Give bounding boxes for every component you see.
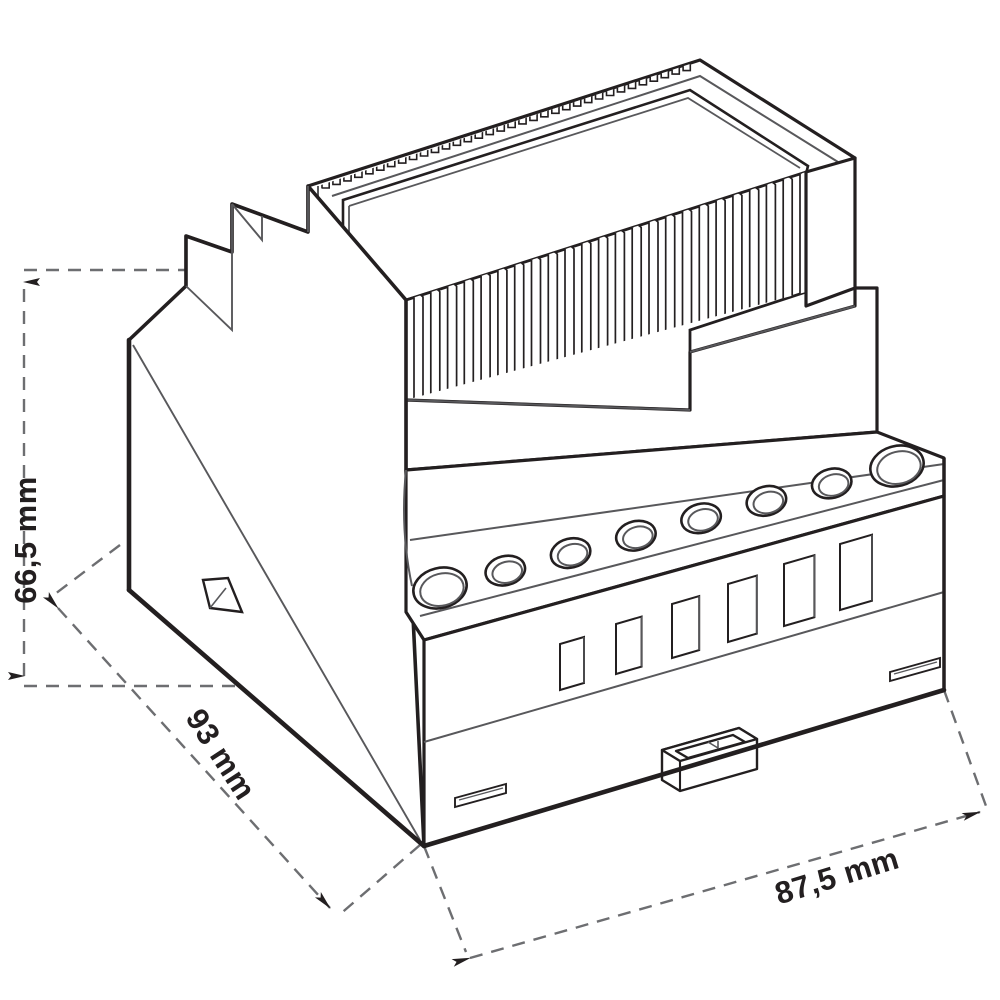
heatsink-fin <box>698 202 710 334</box>
front-lower-detail <box>423 591 945 743</box>
terminal-hole-bore <box>752 490 785 515</box>
bottom-edge-accent <box>126 337 947 849</box>
upper-body <box>804 156 857 308</box>
middle-body-step <box>689 305 856 353</box>
top-ventilation-slot <box>682 64 692 72</box>
label-recess-left <box>454 782 507 809</box>
lid-recess-edge <box>348 97 801 207</box>
terminal-hole-row <box>409 440 928 614</box>
terminal-hole-small[interactable] <box>613 517 659 555</box>
heatsink-fin <box>664 213 676 345</box>
terminal-hole-large[interactable] <box>866 440 928 492</box>
heatsink-fin <box>614 229 626 361</box>
left-side-inner-step3 <box>231 203 263 243</box>
front-vent-slot <box>615 615 643 676</box>
clip-notch <box>707 741 719 749</box>
depth-dim-line <box>42 591 331 909</box>
terminal-hole-small[interactable] <box>678 499 724 537</box>
terminal-hole-bore <box>622 525 654 550</box>
heatsink-fin <box>765 181 777 313</box>
width-dim-line <box>451 810 981 967</box>
depth-ext-upper <box>46 544 121 601</box>
terminal-block-seam-upper <box>409 463 945 541</box>
front-vent-slot <box>839 533 873 612</box>
bottom-edge <box>421 687 947 849</box>
dimension-label-height: 66,5 mm <box>8 476 43 604</box>
terminal-hole-small[interactable] <box>809 464 855 502</box>
front-vent-slot <box>727 574 758 644</box>
terminal-hole-small[interactable] <box>482 552 528 590</box>
heatsink-fin <box>631 224 643 356</box>
terminal-hole-bore <box>876 450 922 485</box>
middle-body-detail <box>405 305 856 411</box>
mounting-foot-edge <box>209 587 227 609</box>
heatsink-fin <box>715 197 726 329</box>
terminal-hole-bore <box>419 572 465 607</box>
terminal-hole-bore <box>687 508 719 532</box>
left-bottom-edge <box>126 587 427 849</box>
dimension-lines <box>8 268 988 967</box>
middle-body-edge <box>405 399 691 411</box>
terminal-hole-bore <box>556 542 589 567</box>
left-side-outline <box>127 184 426 848</box>
width-ext-left <box>422 845 468 953</box>
dimension-label-width: 87,5 mm <box>771 841 903 912</box>
heatsink-fin-row <box>413 172 806 400</box>
heatsink-fin <box>580 240 592 372</box>
depth-ext-lower <box>337 844 421 917</box>
label-recess-left-inner <box>458 787 504 801</box>
terminal-block-detail <box>403 463 945 617</box>
dimension-label-depth: 93 mm <box>179 703 263 807</box>
front-lower-seam <box>423 591 945 743</box>
front-vent-slot <box>783 553 816 628</box>
label-recess-right-inner <box>893 661 938 675</box>
terminal-hole-bore <box>817 473 850 497</box>
heatsink-fin <box>597 234 609 367</box>
heatsink-fin <box>681 208 693 340</box>
terminal-hole-large[interactable] <box>409 562 471 614</box>
label-recess-right <box>889 656 941 683</box>
enclosure-body <box>126 58 947 849</box>
left-side-detail <box>132 186 421 841</box>
terminal-hole-small[interactable] <box>548 534 594 572</box>
upper-body-right-face <box>804 156 857 308</box>
mounting-foot <box>201 576 244 614</box>
width-ext-right <box>942 689 988 807</box>
heatsink-fin <box>782 175 794 308</box>
left-side-face <box>127 184 426 848</box>
heatsink-fin <box>748 186 760 318</box>
front-vent-slot <box>559 635 585 692</box>
front-vent-slot-row <box>559 533 873 692</box>
heatsink-fin <box>648 218 659 350</box>
terminal-hole-bore <box>491 560 524 584</box>
lid-rim-inner <box>331 74 839 197</box>
clip-inner-slot <box>674 733 747 760</box>
left-side-bevel <box>132 344 421 841</box>
terminal-block-seam-lower <box>419 479 945 617</box>
front-vent-slot <box>671 594 701 660</box>
left-side-inner-step1 <box>185 252 233 333</box>
terminal-hole-small[interactable] <box>743 482 789 520</box>
terminal-block-left-radius <box>403 469 413 587</box>
heatsink-fin <box>732 192 743 324</box>
label-recess-row <box>454 656 941 809</box>
